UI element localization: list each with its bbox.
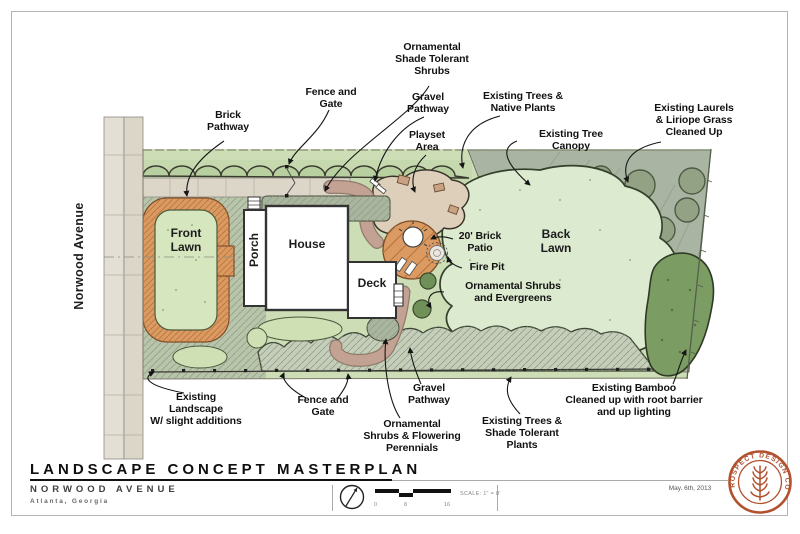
north-arrow-icon bbox=[339, 484, 365, 510]
scale-label: SCALE: 1" = 8' bbox=[460, 491, 501, 497]
callout-gravel-pathway-bottom: Gravel Pathway bbox=[408, 382, 450, 406]
callout-brick-pathway: Brick Pathway bbox=[207, 109, 249, 133]
label-front-lawn: Front Lawn bbox=[170, 226, 202, 254]
front-walkway bbox=[142, 177, 351, 198]
scale-tick-16: 16 bbox=[444, 502, 450, 508]
prospect-design-logo: PROSPECT DESIGN CO. bbox=[727, 449, 792, 514]
shrub-island bbox=[366, 314, 400, 342]
sheet-title: LANDSCAPE CONCEPT MASTERPLAN bbox=[30, 461, 422, 478]
titleblock-separator-left bbox=[332, 485, 333, 511]
callout-fence-gate-top: Fence and Gate bbox=[305, 86, 357, 110]
callout-existing-laurels: Existing Laurels & Liriope Grass Cleaned… bbox=[654, 102, 734, 138]
house bbox=[264, 204, 350, 312]
callout-gravel-pathway-top: Gravel Pathway bbox=[407, 91, 449, 115]
scale-tick-8: 8 bbox=[404, 502, 407, 508]
label-deck: Deck bbox=[357, 276, 387, 290]
callout-existing-landscape: Existing Landscape W/ slight additions bbox=[150, 391, 242, 427]
leader-lines bbox=[147, 85, 687, 419]
bottom-fence bbox=[149, 367, 659, 373]
street-norwood-avenue bbox=[103, 116, 144, 460]
titleblock-separator-right bbox=[497, 485, 498, 511]
property-lines bbox=[142, 148, 713, 380]
wheat-icon bbox=[750, 465, 770, 501]
top-hedge bbox=[142, 165, 470, 179]
callout-ornamental-perennials: Ornamental Shrubs & Flowering Perennials bbox=[363, 418, 461, 454]
deck-steps bbox=[393, 283, 404, 307]
playset-area-shape bbox=[372, 169, 470, 240]
label-porch: Porch bbox=[247, 232, 262, 268]
callout-existing-bamboo: Existing Bamboo Cleaned up with root bar… bbox=[565, 382, 703, 418]
callout-ornamental-shade-shrubs: Ornamental Shade Tolerant Shrubs bbox=[395, 41, 469, 77]
callout-existing-trees-shade: Existing Trees & Shade Tolerant Plants bbox=[481, 415, 563, 451]
sheet-location: Atlanta, Georgia bbox=[30, 498, 110, 505]
buildings bbox=[243, 196, 404, 319]
title-underline bbox=[30, 479, 392, 481]
porch-steps bbox=[247, 196, 261, 210]
front-lawn-area bbox=[154, 209, 218, 331]
callout-existing-tree-canopy: Existing Tree Canopy bbox=[538, 128, 604, 152]
scale-tick-0: 0 bbox=[374, 502, 377, 508]
label-norwood-avenue: Norwood Avenue bbox=[72, 202, 86, 310]
callout-ornamental-evergreens: Ornamental Shrubs and Evergreens bbox=[465, 280, 561, 304]
title-rule-thin bbox=[392, 480, 728, 481]
lawn-blobs bbox=[172, 316, 343, 369]
patio-table bbox=[402, 226, 424, 248]
callout-existing-trees-native: Existing Trees & Native Plants bbox=[482, 90, 564, 114]
label-house: House bbox=[288, 237, 326, 251]
callout-fire-pit: Fire Pit bbox=[469, 261, 505, 273]
fire-pit-shape bbox=[426, 242, 448, 264]
patio-lounges bbox=[393, 256, 418, 277]
callout-fence-gate-bottom: Fence and Gate bbox=[297, 394, 349, 418]
scale-bar: 0 8 16 bbox=[374, 489, 451, 508]
callout-playset-area: Playset Area bbox=[408, 129, 446, 153]
label-back-lawn: Back Lawn bbox=[540, 227, 572, 255]
gate-symbols bbox=[285, 165, 387, 198]
sheet-date: May. 6th, 2013 bbox=[668, 485, 712, 492]
sheet-subtitle: NORWOOD AVENUE bbox=[30, 484, 179, 495]
callout-brick-patio: 20' Brick Patio bbox=[458, 230, 502, 254]
